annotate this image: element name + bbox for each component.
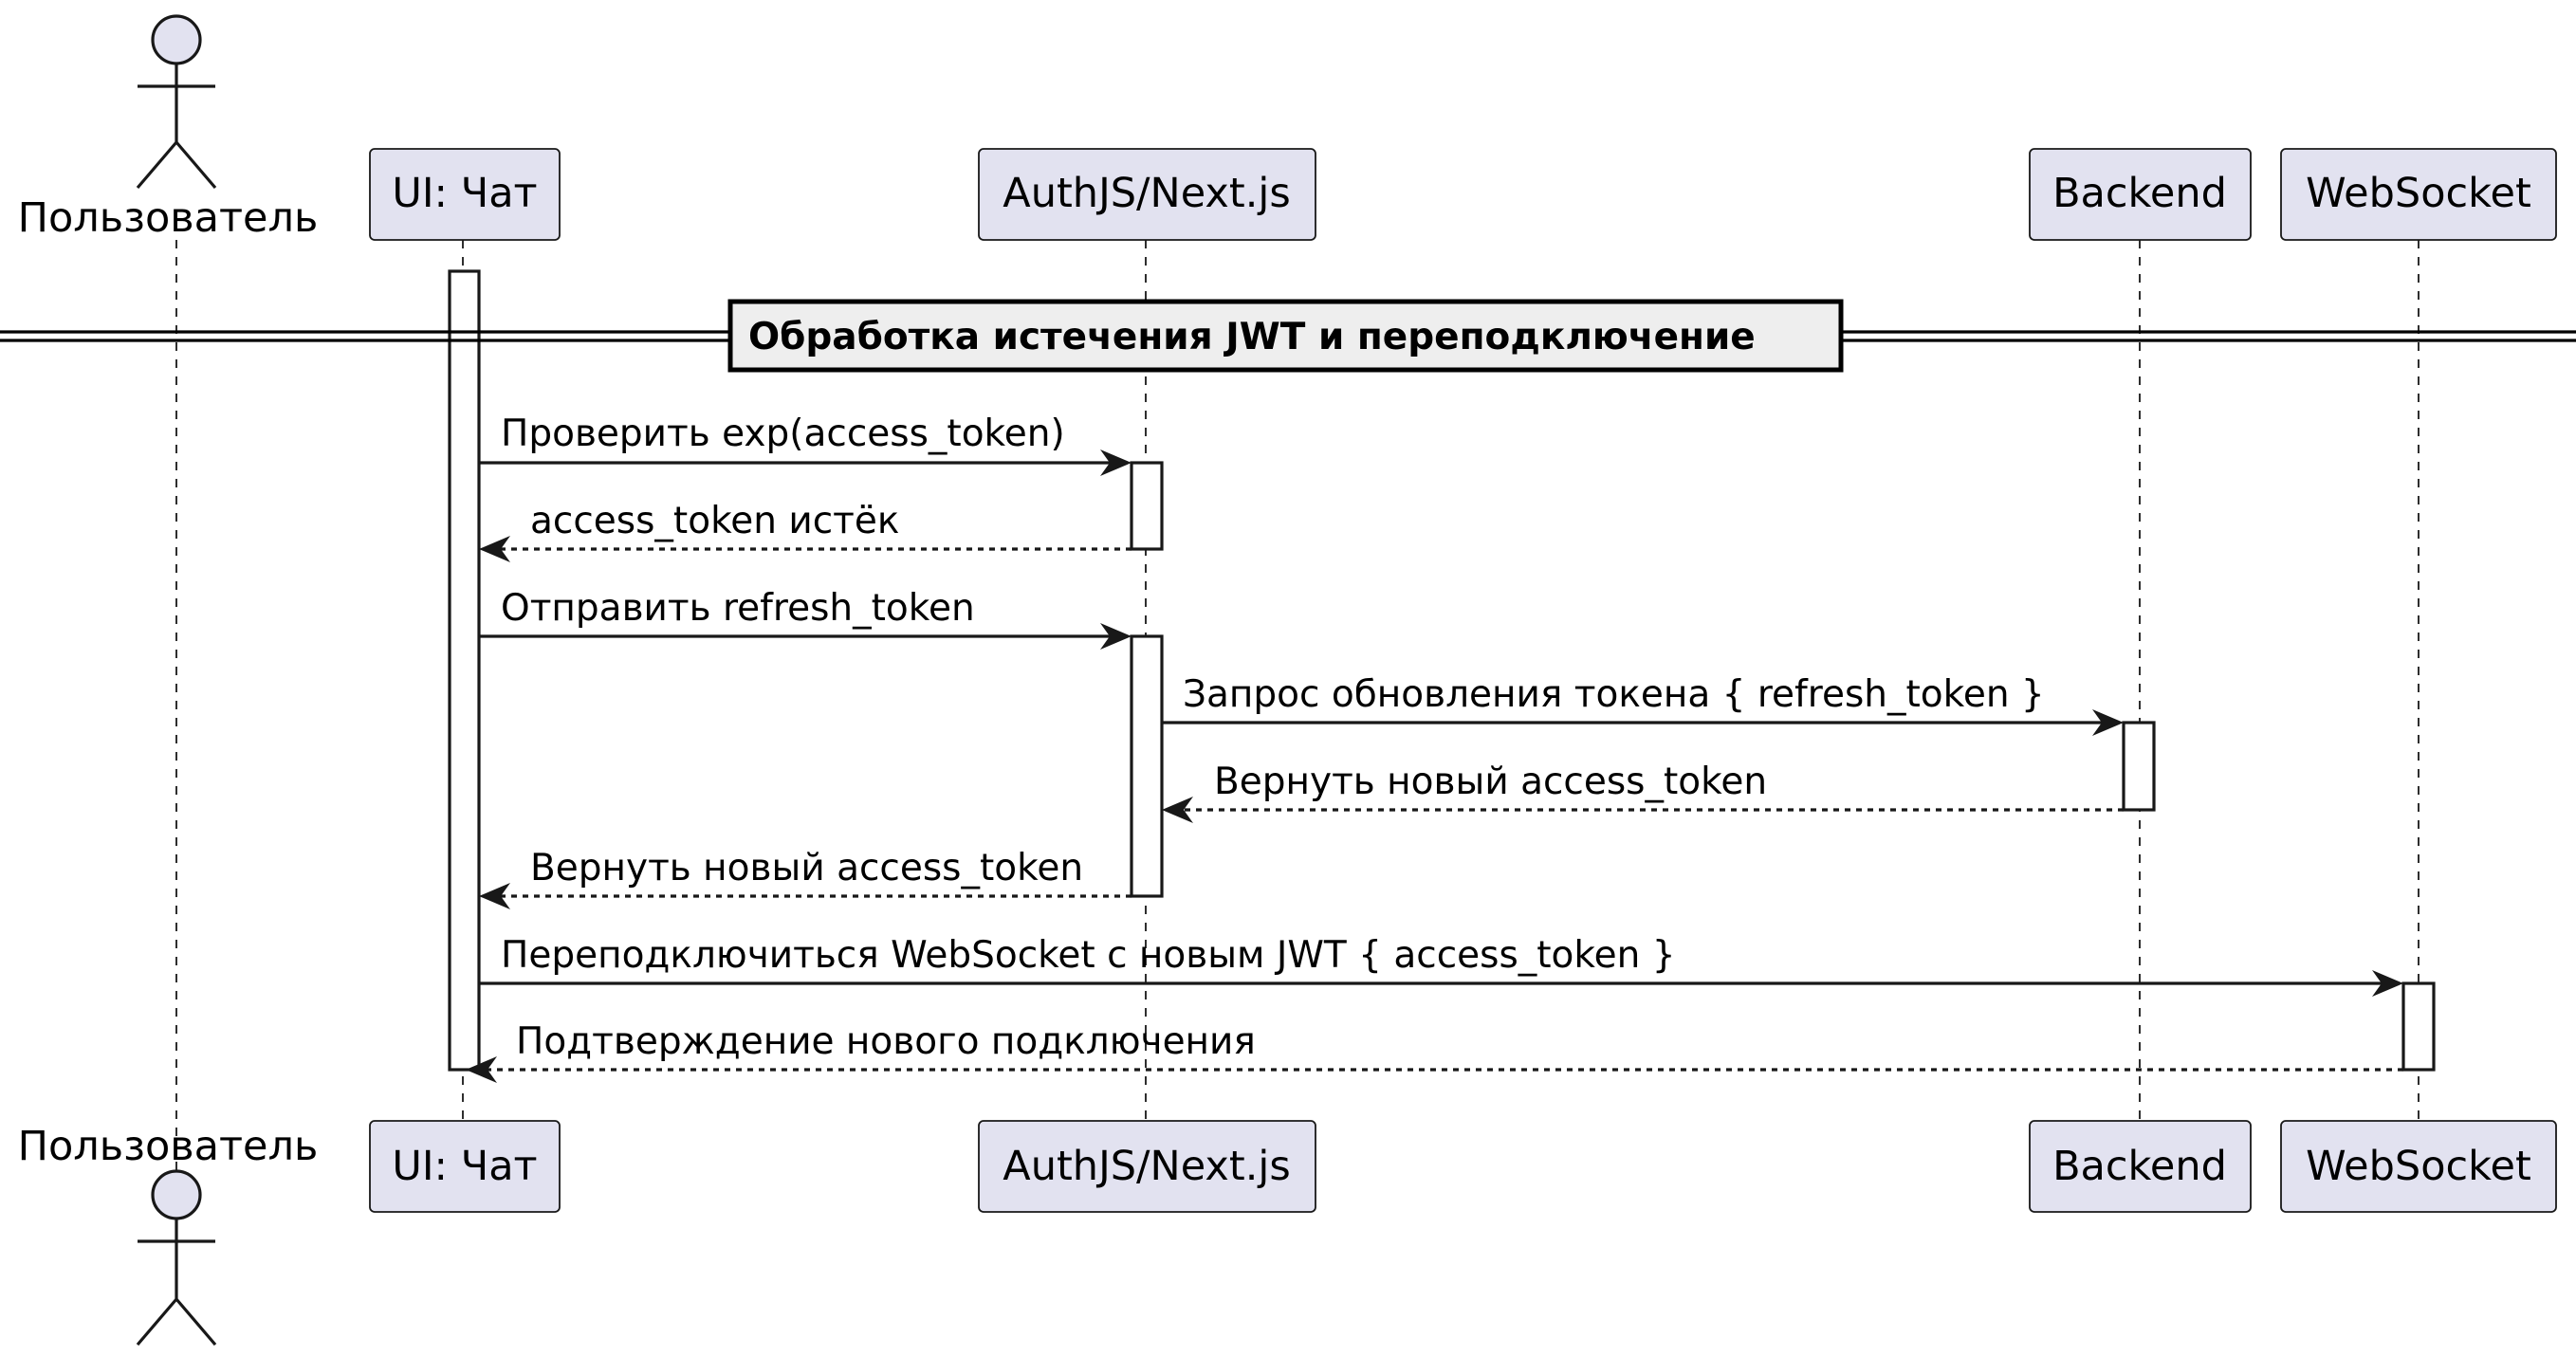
arrow-left-icon	[479, 883, 510, 909]
participant-box-ui	[369, 148, 561, 241]
participant-box-websocket-bottom	[2280, 1120, 2557, 1213]
message-4: Запрос обновления токена { refresh_token…	[1162, 673, 2124, 736]
participant-websocket-bottom: WebSocket	[2280, 1120, 2557, 1213]
message-6: Вернуть новый access_token	[479, 847, 1132, 909]
arrow-right-icon	[1100, 623, 1132, 650]
participant-box-backend	[2029, 148, 2252, 241]
actor-body-icon	[136, 64, 217, 190]
participant-box-auth	[978, 148, 1316, 241]
message-label: Переподключиться WebSocket с новым JWT {…	[501, 934, 1676, 977]
message-7: Переподключиться WebSocket с новым JWT {…	[479, 934, 2403, 997]
activation-ui	[448, 269, 481, 1072]
activation-backend	[2122, 721, 2156, 812]
participant-label-auth: AuthJS/Next.js	[1003, 170, 1290, 217]
participant-label-auth-bottom: AuthJS/Next.js	[1003, 1143, 1290, 1190]
message-2: access_token истёк	[479, 500, 1132, 562]
participant-websocket-top: WebSocket	[2280, 148, 2557, 241]
participant-auth-bottom: AuthJS/Next.js	[978, 1120, 1316, 1213]
participant-box-backend-bottom	[2029, 1120, 2252, 1213]
participant-box-ui-bottom	[369, 1120, 561, 1213]
arrow-left-icon	[479, 536, 510, 562]
message-label: Отправить refresh_token	[501, 587, 975, 630]
activation-auth-1	[1130, 461, 1164, 551]
participant-label-backend: Backend	[2052, 170, 2227, 217]
participant-label-ui-bottom: UI: Чат	[392, 1143, 537, 1190]
message-1: Проверить exp(access_token)	[479, 413, 1132, 476]
divider-label: Обработка истечения JWT и переподключени…	[748, 316, 1756, 358]
message-5: Вернуть новый access_token	[1162, 761, 2124, 823]
participant-label-websocket-bottom: WebSocket	[2306, 1143, 2531, 1190]
arrow-left-icon	[466, 1056, 497, 1083]
message-8: Подтверждение нового подключения	[466, 1020, 2403, 1083]
activations	[448, 269, 2436, 1072]
message-label: Проверить exp(access_token)	[501, 413, 1065, 455]
participants-top: Пользователь UI: Чат AuthJS/Next.js Back…	[18, 14, 2557, 242]
arrow-right-icon	[2372, 970, 2403, 997]
participant-label-backend-bottom: Backend	[2052, 1143, 2227, 1190]
actor-head-icon	[151, 1169, 202, 1220]
participant-label-user: Пользователь	[18, 194, 319, 242]
participant-ui-top: UI: Чат	[369, 148, 561, 241]
message-label: Вернуть новый access_token	[1214, 761, 1767, 803]
participant-label-user-bottom: Пользователь	[18, 1123, 319, 1170]
divider-box	[727, 299, 1844, 373]
participant-label-websocket: WebSocket	[2306, 170, 2531, 217]
section-divider: Обработка истечения JWT и переподключени…	[0, 299, 2576, 373]
arrow-right-icon	[1100, 449, 1132, 476]
participants-bottom: Пользователь UI: Чат AuthJS/Next.js Back…	[18, 1120, 2557, 1347]
actor-body-icon	[136, 1219, 217, 1347]
participant-box-auth-bottom	[978, 1120, 1316, 1213]
message-label: Подтверждение нового подключения	[516, 1020, 1256, 1063]
messages: Проверить exp(access_token) access_token…	[466, 413, 2403, 1083]
participant-label-ui: UI: Чат	[392, 170, 537, 217]
participant-ui-bottom: UI: Чат	[369, 1120, 561, 1213]
actor-user-bottom: Пользователь	[18, 1123, 319, 1347]
participant-backend-bottom: Backend	[2029, 1120, 2252, 1213]
message-label: Запрос обновления токена { refresh_token…	[1183, 673, 2045, 716]
arrow-left-icon	[1162, 797, 1193, 823]
participant-auth-top: AuthJS/Next.js	[978, 148, 1316, 241]
participant-backend-top: Backend	[2029, 148, 2252, 241]
message-3: Отправить refresh_token	[479, 587, 1132, 650]
activation-websocket	[2401, 981, 2436, 1072]
actor-head-icon	[151, 14, 202, 65]
arrow-right-icon	[2092, 709, 2124, 736]
actor-user-top: Пользователь	[18, 14, 319, 242]
participant-box-websocket	[2280, 148, 2557, 241]
message-label: access_token истёк	[530, 500, 899, 542]
activation-auth-2	[1130, 634, 1164, 898]
message-label: Вернуть новый access_token	[530, 847, 1083, 889]
